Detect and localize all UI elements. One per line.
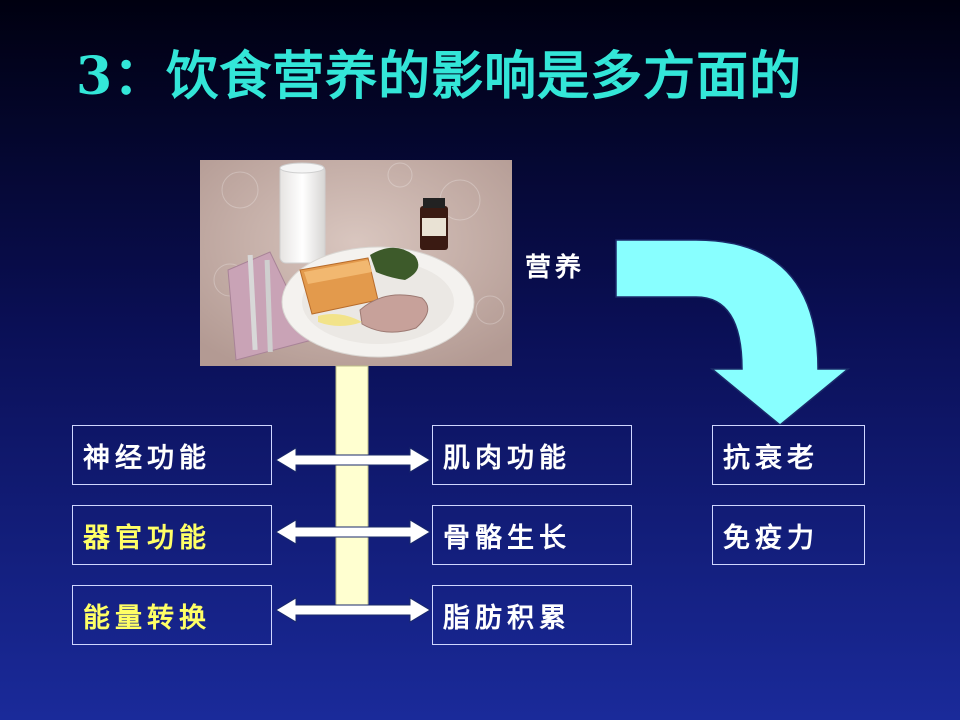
box-organ-function: 器官功能 [72, 505, 272, 565]
slide-title: 3：饮食营养的影响是多方面的 [76, 46, 803, 107]
box-immunity: 免疫力 [712, 505, 865, 565]
box-bone-growth: 骨骼生长 [432, 505, 632, 565]
double-arrow-row-1 [275, 447, 431, 473]
nutrition-label: 营养 [525, 253, 586, 283]
box-anti-aging: 抗衰老 [712, 425, 865, 485]
box-label: 肌肉功能 [443, 442, 571, 474]
box-nerve-function: 神经功能 [72, 425, 272, 485]
box-label: 抗衰老 [723, 442, 819, 474]
box-energy-conversion: 能量转换 [72, 585, 272, 645]
box-label: 器官功能 [83, 522, 211, 554]
double-arrow-row-3 [275, 597, 431, 623]
box-muscle-function: 肌肉功能 [432, 425, 632, 485]
box-label: 脂肪积累 [443, 602, 571, 634]
curved-down-arrow [615, 239, 851, 426]
box-label: 骨骼生长 [443, 522, 571, 554]
double-arrow-row-2 [275, 519, 431, 545]
box-label: 能量转换 [83, 602, 211, 634]
meal-photo-illustration [200, 160, 512, 366]
vertical-connector-bar [335, 365, 369, 607]
meal-photo [200, 160, 512, 366]
box-label: 神经功能 [83, 442, 211, 474]
box-fat-accumulation: 脂肪积累 [432, 585, 632, 645]
box-label: 免疫力 [723, 522, 819, 554]
